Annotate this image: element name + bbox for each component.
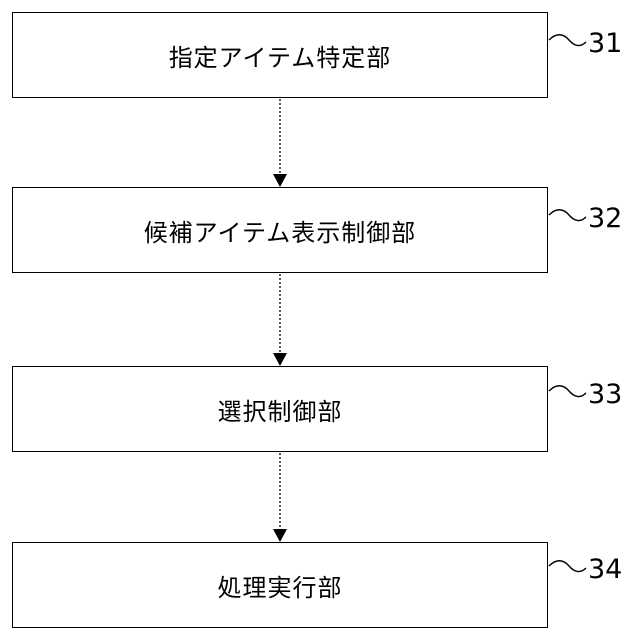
arrowhead-2-3: [273, 353, 287, 366]
reference-numeral: 31: [588, 30, 622, 57]
block-label: 処理実行部: [218, 568, 343, 603]
leader-line-4: [549, 561, 586, 572]
reference-numeral: 32: [588, 205, 622, 232]
leader-line-1: [549, 35, 586, 46]
arrowhead-3-4: [273, 529, 287, 542]
block-label: 選択制御部: [218, 392, 343, 427]
block-candidate-item-display-control: 候補アイテム表示制御部: [12, 187, 548, 273]
leader-line-3: [549, 386, 586, 397]
block-label: 候補アイテム表示制御部: [144, 213, 417, 248]
block-process-execution: 処理実行部: [12, 542, 548, 628]
block-label: 指定アイテム特定部: [169, 38, 392, 73]
reference-numeral: 33: [588, 381, 622, 408]
arrowhead-1-2: [273, 174, 287, 187]
block-designated-item-identification: 指定アイテム特定部: [12, 12, 548, 98]
reference-numeral: 34: [588, 556, 622, 583]
block-selection-control: 選択制御部: [12, 366, 548, 452]
leader-line-2: [549, 210, 586, 221]
